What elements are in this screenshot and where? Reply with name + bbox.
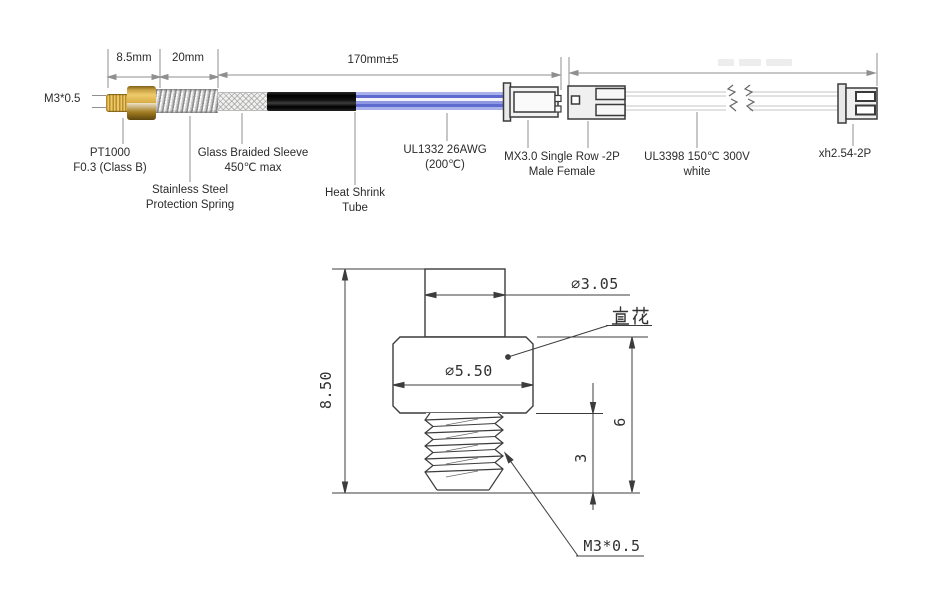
dia-large-label: ∅5.50: [445, 362, 493, 380]
part-outline: [392, 268, 534, 489]
dim-20mm-label: 20mm: [172, 52, 204, 64]
total-height-label: 8.50: [317, 370, 335, 410]
thread-spec-drawing-label: M3*0.5: [583, 537, 641, 555]
callout-spring-line1: Stainless Steel: [151, 184, 229, 196]
thread-callout-lines: [92, 95, 106, 108]
callout-mx30: MX3.0 Single Row -2P Male Female: [482, 150, 642, 180]
callout-heatshrink-line1: Heat Shrink: [324, 187, 386, 199]
mx30-female-connector: [567, 85, 626, 120]
dia-small-label: ∅3.05: [571, 275, 619, 293]
knurl-note-text: 直花: [611, 306, 653, 324]
callout-ul1332-line2: (200℃): [425, 159, 465, 171]
callout-mx30-line2: Male Female: [528, 166, 596, 178]
thread-length-label: 3: [572, 453, 590, 463]
xh254-connector: [837, 83, 878, 124]
cable-break-icon: [726, 84, 756, 112]
dim-170mm-label: 170mm±5: [347, 54, 399, 66]
callout-pt1000: PT1000 F0.3 (Class B): [50, 146, 170, 176]
callout-heatshrink-line2: Tube: [342, 202, 368, 214]
callout-ul3398: UL3398 150℃ 300V white: [617, 150, 777, 180]
callout-ul3398-line2: white: [683, 166, 711, 178]
callout-ul1332: UL1332 26AWG (200℃): [385, 143, 505, 173]
blue-wire-graphic: [356, 91, 506, 111]
part-dimensions: [332, 268, 652, 557]
callout-xh254-line1: xh2.54-2P: [818, 148, 872, 160]
faded-dimension-text: [718, 59, 792, 66]
dimension-lines: [106, 49, 878, 90]
white-wire-graphic: [624, 91, 839, 111]
knurl-note-glyphs: [611, 306, 649, 325]
protection-spring-graphic: [156, 89, 218, 113]
body-thread-height-label: 6: [611, 417, 629, 427]
thread-profile: [424, 412, 504, 491]
probe-brass-body: [127, 86, 156, 120]
braided-sleeve-graphic: [218, 92, 268, 111]
callout-leader-lines: [122, 112, 854, 185]
callout-mx30-line1: MX3.0 Single Row -2P: [504, 151, 620, 163]
callout-xh254: xh2.54-2P: [795, 147, 895, 162]
callout-pt1000-line1: PT1000: [89, 147, 131, 159]
callout-pt1000-line2: F0.3 (Class B): [73, 162, 147, 174]
heat-shrink-tube-graphic: [267, 92, 357, 111]
callout-sleeve-line1: Glass Braided Sleeve: [197, 147, 309, 159]
dim-8-5mm-label: 8.5mm: [116, 52, 152, 64]
callout-spring: Stainless Steel Protection Spring: [120, 183, 260, 213]
mx30-male-connector: [502, 82, 562, 122]
callout-sleeve: Glass Braided Sleeve 450℃ max: [183, 146, 323, 176]
callout-ul3398-line1: UL3398 150℃ 300V: [644, 151, 750, 163]
callout-sleeve-line2: 450℃ max: [224, 162, 282, 174]
probe-thread-tip: [106, 94, 127, 112]
callout-heatshrink: Heat Shrink Tube: [305, 186, 405, 216]
thread-spec-label: M3*0.5: [44, 93, 81, 105]
callout-spring-line2: Protection Spring: [145, 199, 235, 211]
callout-ul1332-line1: UL1332 26AWG: [403, 144, 487, 156]
